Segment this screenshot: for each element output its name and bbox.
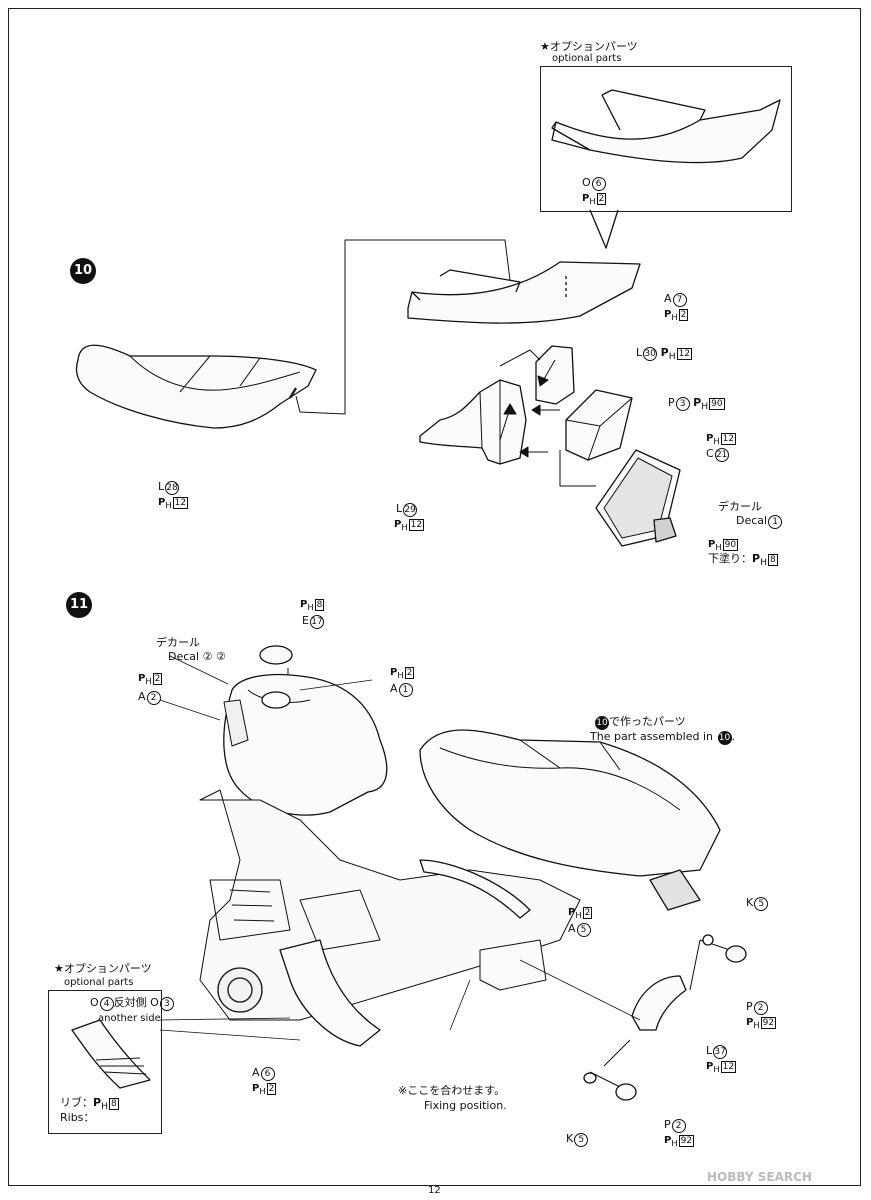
label-made-in-10-jp: 10で作ったパーツ bbox=[595, 715, 686, 730]
part-a7-seat-cowl bbox=[407, 261, 641, 324]
step11-option-title-jp: ★オプションパーツ bbox=[54, 962, 152, 975]
step11-option-box bbox=[48, 990, 162, 1134]
step-11-badge: 11 bbox=[66, 592, 92, 618]
label-ribs-en: Ribs： bbox=[60, 1111, 95, 1124]
label-step11-decal-jp: デカール bbox=[156, 636, 200, 649]
label-decal-jp: デカール bbox=[718, 500, 762, 513]
assembly-line-seat-to-cowl bbox=[295, 239, 511, 415]
assembly-arrow bbox=[499, 403, 517, 441]
page-number: 12 bbox=[428, 1185, 441, 1196]
part-e17-cap bbox=[259, 645, 293, 665]
label-fixing-en: Fixing position. bbox=[424, 1099, 507, 1112]
part-a6-side-cover bbox=[279, 939, 381, 1047]
part-l30-bracket bbox=[535, 345, 575, 405]
watermark: HOBBY SEARCH bbox=[707, 1170, 812, 1184]
step10-option-title-jp: ★オプションパーツ bbox=[540, 40, 638, 53]
part-l29-tail-body bbox=[419, 379, 527, 465]
part-seat-assembly bbox=[419, 729, 721, 877]
page-frame bbox=[8, 8, 861, 1186]
label-another-side: another side bbox=[98, 1013, 161, 1024]
step-10-badge: 10 bbox=[70, 258, 96, 284]
step10-option-box bbox=[540, 66, 792, 212]
part-l28-seat bbox=[75, 344, 317, 429]
label-made-in-10-en: The part assembled in 10. bbox=[590, 730, 736, 745]
option-box-pointer bbox=[589, 209, 619, 249]
step11-option-title-en: optional parts bbox=[64, 977, 134, 988]
part-p3-lens bbox=[565, 389, 633, 461]
label-fixing-jp: ※ここを合わせます。 bbox=[398, 1084, 506, 1097]
part-l37-fender bbox=[631, 975, 687, 1031]
step10-option-title-en: optional parts bbox=[552, 53, 622, 64]
part-o6-tail-cowl bbox=[551, 99, 781, 164]
label-step11-decal-en: Decal ② ② bbox=[168, 650, 226, 663]
part-o4-rib-cover bbox=[71, 1019, 151, 1089]
part-fuel-tank bbox=[223, 673, 388, 816]
